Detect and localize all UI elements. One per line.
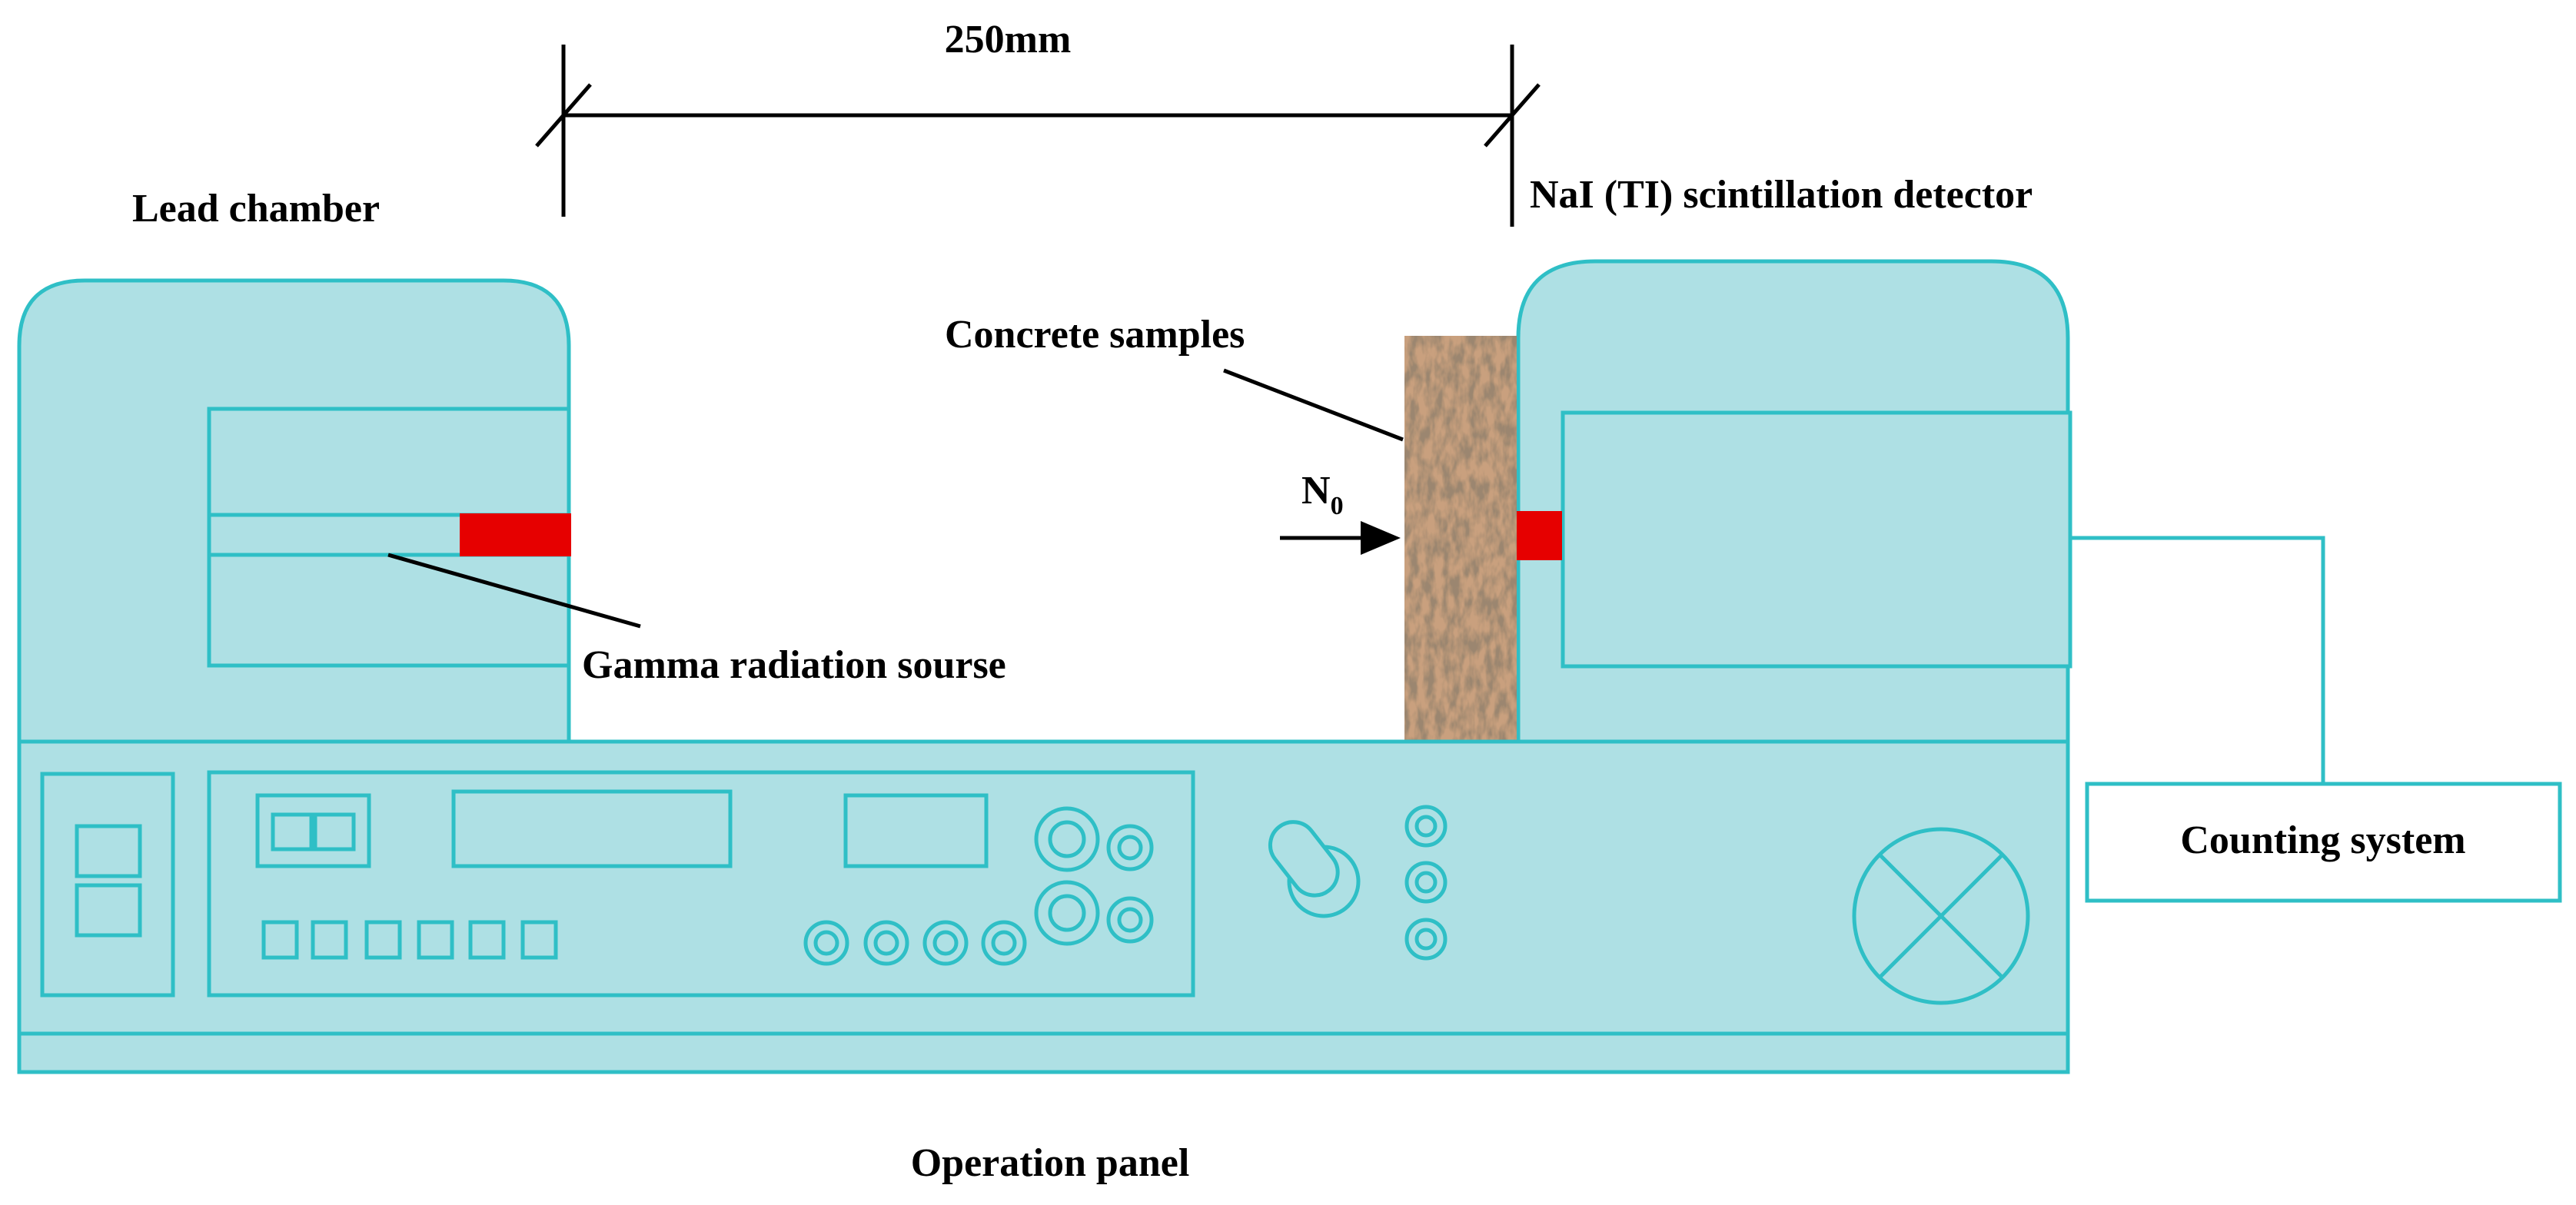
- n0-arrow-head: [1361, 521, 1401, 555]
- knob-icon: [1268, 820, 1361, 918]
- n0-label-main: N: [1301, 469, 1331, 513]
- counting-system-box: [2085, 782, 2562, 903]
- operation-panel-label: Operation panel: [911, 1141, 1190, 1185]
- operation-panel: [17, 739, 2070, 1074]
- panel-button: [468, 920, 506, 960]
- concrete-sample: [1404, 336, 1517, 742]
- small-knob-center: [873, 930, 899, 956]
- gamma-source-label: Gamma radiation sourse: [582, 643, 1006, 687]
- concrete-samples-leader: [1223, 368, 1404, 442]
- indicator-knob-center: [1414, 871, 1438, 894]
- signal-cable: [2070, 536, 2325, 784]
- medium-knob-center: [1117, 907, 1143, 933]
- dimension-right-tick: [1484, 83, 1541, 148]
- medium-knob-center: [1117, 835, 1143, 861]
- operation-panel-base-strip: [17, 1031, 2070, 1074]
- distance-dimension: [535, 45, 1541, 227]
- switch-upper: [75, 824, 142, 878]
- secondary-display: [843, 793, 989, 868]
- button-row: [261, 920, 558, 960]
- counting-system-label: Counting system: [2180, 818, 2465, 862]
- circle-x-icon: [1852, 827, 2030, 1005]
- gamma-source-leader: [387, 553, 641, 629]
- small-knob-center: [991, 930, 1017, 956]
- indicator-knob-center: [1414, 928, 1438, 951]
- panel-button: [311, 920, 348, 960]
- small-knob-row: [803, 920, 1027, 966]
- main-display: [451, 789, 733, 868]
- detector-unit: [1514, 259, 2072, 752]
- panel-button: [364, 920, 402, 960]
- large-knob-center: [1048, 894, 1086, 932]
- detector-window: [1514, 511, 1562, 560]
- dimension-left-tick: [535, 83, 592, 148]
- detector-crystal-block: [1561, 410, 2072, 669]
- distance-label: 250mm: [945, 18, 1072, 61]
- lead-chamber-label: Lead chamber: [132, 187, 380, 231]
- small-knob-center: [813, 930, 839, 956]
- panel-button: [261, 920, 299, 960]
- large-knob-center: [1048, 820, 1086, 858]
- panel-button: [417, 920, 454, 960]
- lamp-cross-b: [1878, 853, 2004, 979]
- small-knob-center: [932, 930, 959, 956]
- gamma-source: [460, 513, 571, 556]
- switch-lower: [75, 883, 142, 938]
- indicator-column: [1404, 805, 1448, 961]
- n0-label: N0: [1301, 469, 1344, 520]
- lead-chamber: [17, 278, 571, 752]
- joystick-lever: [1268, 820, 1340, 898]
- concrete-samples-label: Concrete samples: [945, 313, 1245, 357]
- panel-button: [520, 920, 558, 960]
- large-knob-group: [1034, 806, 1154, 946]
- indicator-knob-center: [1414, 815, 1438, 838]
- detector-label: NaI (TI) scintillation detector: [1530, 173, 2033, 217]
- n0-label-subscript: 0: [1331, 492, 1344, 520]
- dual-display-left: [271, 812, 314, 851]
- dual-display-right: [313, 812, 356, 851]
